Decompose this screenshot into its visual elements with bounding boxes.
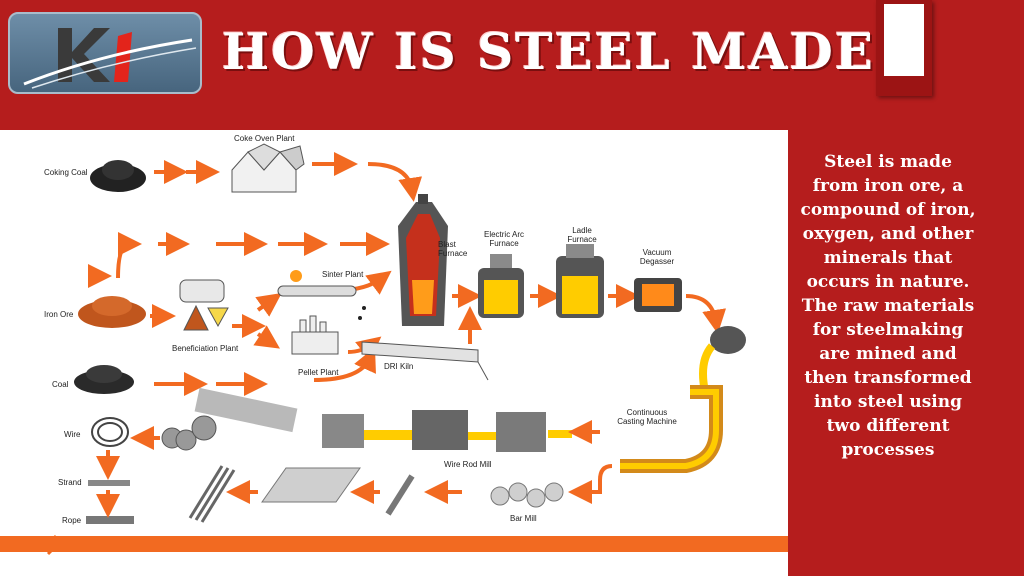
label-ladle: Ladle Furnace — [567, 226, 597, 244]
label-beneficiation: Beneficiation Plant — [172, 344, 239, 353]
label-blast-furnace: Blast Furnace — [438, 240, 468, 258]
label-bar-mill: Bar Mill — [510, 514, 537, 523]
structural-sections-icon — [261, 467, 361, 503]
wire-coil-icon — [91, 417, 129, 447]
continuous-casting-icon — [620, 326, 746, 473]
bar-mill-icon — [490, 482, 564, 508]
label-wire: Wire — [64, 430, 81, 439]
dri-kiln-icon — [361, 341, 489, 381]
arrows-iron-ore — [116, 232, 392, 382]
label-electric-arc: Electric Arc Furnace — [483, 230, 524, 248]
logo-mark-icon — [23, 28, 197, 89]
vacuum-degasser-icon — [634, 278, 682, 312]
label-iron-ore: Iron Ore — [44, 310, 74, 319]
pellet-plant-icon — [291, 315, 339, 355]
electric-arc-furnace-icon — [478, 254, 524, 318]
coke-oven-plant-icon — [231, 143, 305, 193]
sinter-plant-icon — [277, 270, 366, 320]
label-wire-rod-mill: Wire Rod Mill — [444, 460, 492, 469]
coking-coal-pile-icon — [90, 160, 146, 192]
round-bar-icon — [385, 474, 415, 516]
label-vacuum: Vacuum Degasser — [639, 248, 675, 266]
beneficiation-plant-icon — [179, 279, 229, 331]
label-coal: Coal — [52, 380, 69, 389]
coil-bundles-icon — [161, 415, 217, 451]
label-coking-coal: Coking Coal — [44, 168, 88, 177]
label-pellet: Pellet Plant — [298, 368, 339, 377]
arrows-finishing — [96, 372, 613, 518]
rebar-bundle-icon — [188, 465, 236, 523]
company-logo — [8, 12, 202, 94]
arrows-coke — [154, 152, 423, 202]
rope-icon — [86, 516, 134, 524]
strand-icon — [88, 480, 130, 486]
label-continuous-casting: Continuous Casting Machine — [617, 408, 677, 426]
diagram-bottom-bar — [0, 536, 788, 552]
diagram-canvas — [40, 143, 746, 556]
label-strand: Strand — [58, 478, 82, 487]
label-rope: Rope — [62, 516, 82, 525]
coal-pile-icon — [74, 365, 134, 394]
rolling-mill-line-icon — [194, 387, 572, 452]
iron-ore-pile-icon — [78, 296, 146, 328]
label-coke-oven: Coke Oven Plant — [234, 134, 295, 143]
ladle-furnace-icon — [556, 244, 604, 318]
arrows-steelmaking — [452, 284, 727, 344]
label-dri-kiln: DRI Kiln — [384, 362, 414, 371]
blast-furnace-icon — [398, 194, 448, 326]
label-sinter: Sinter Plant — [322, 270, 364, 279]
description-text: Steel is made from iron ore, a compound … — [800, 152, 976, 460]
bookmark-tab-inner — [884, 4, 924, 76]
steel-process-diagram: Coking Coal Coke Oven Plant Iron Ore Coa… — [0, 130, 788, 576]
page-title: HOW IS STEEL MADE — [222, 22, 875, 81]
